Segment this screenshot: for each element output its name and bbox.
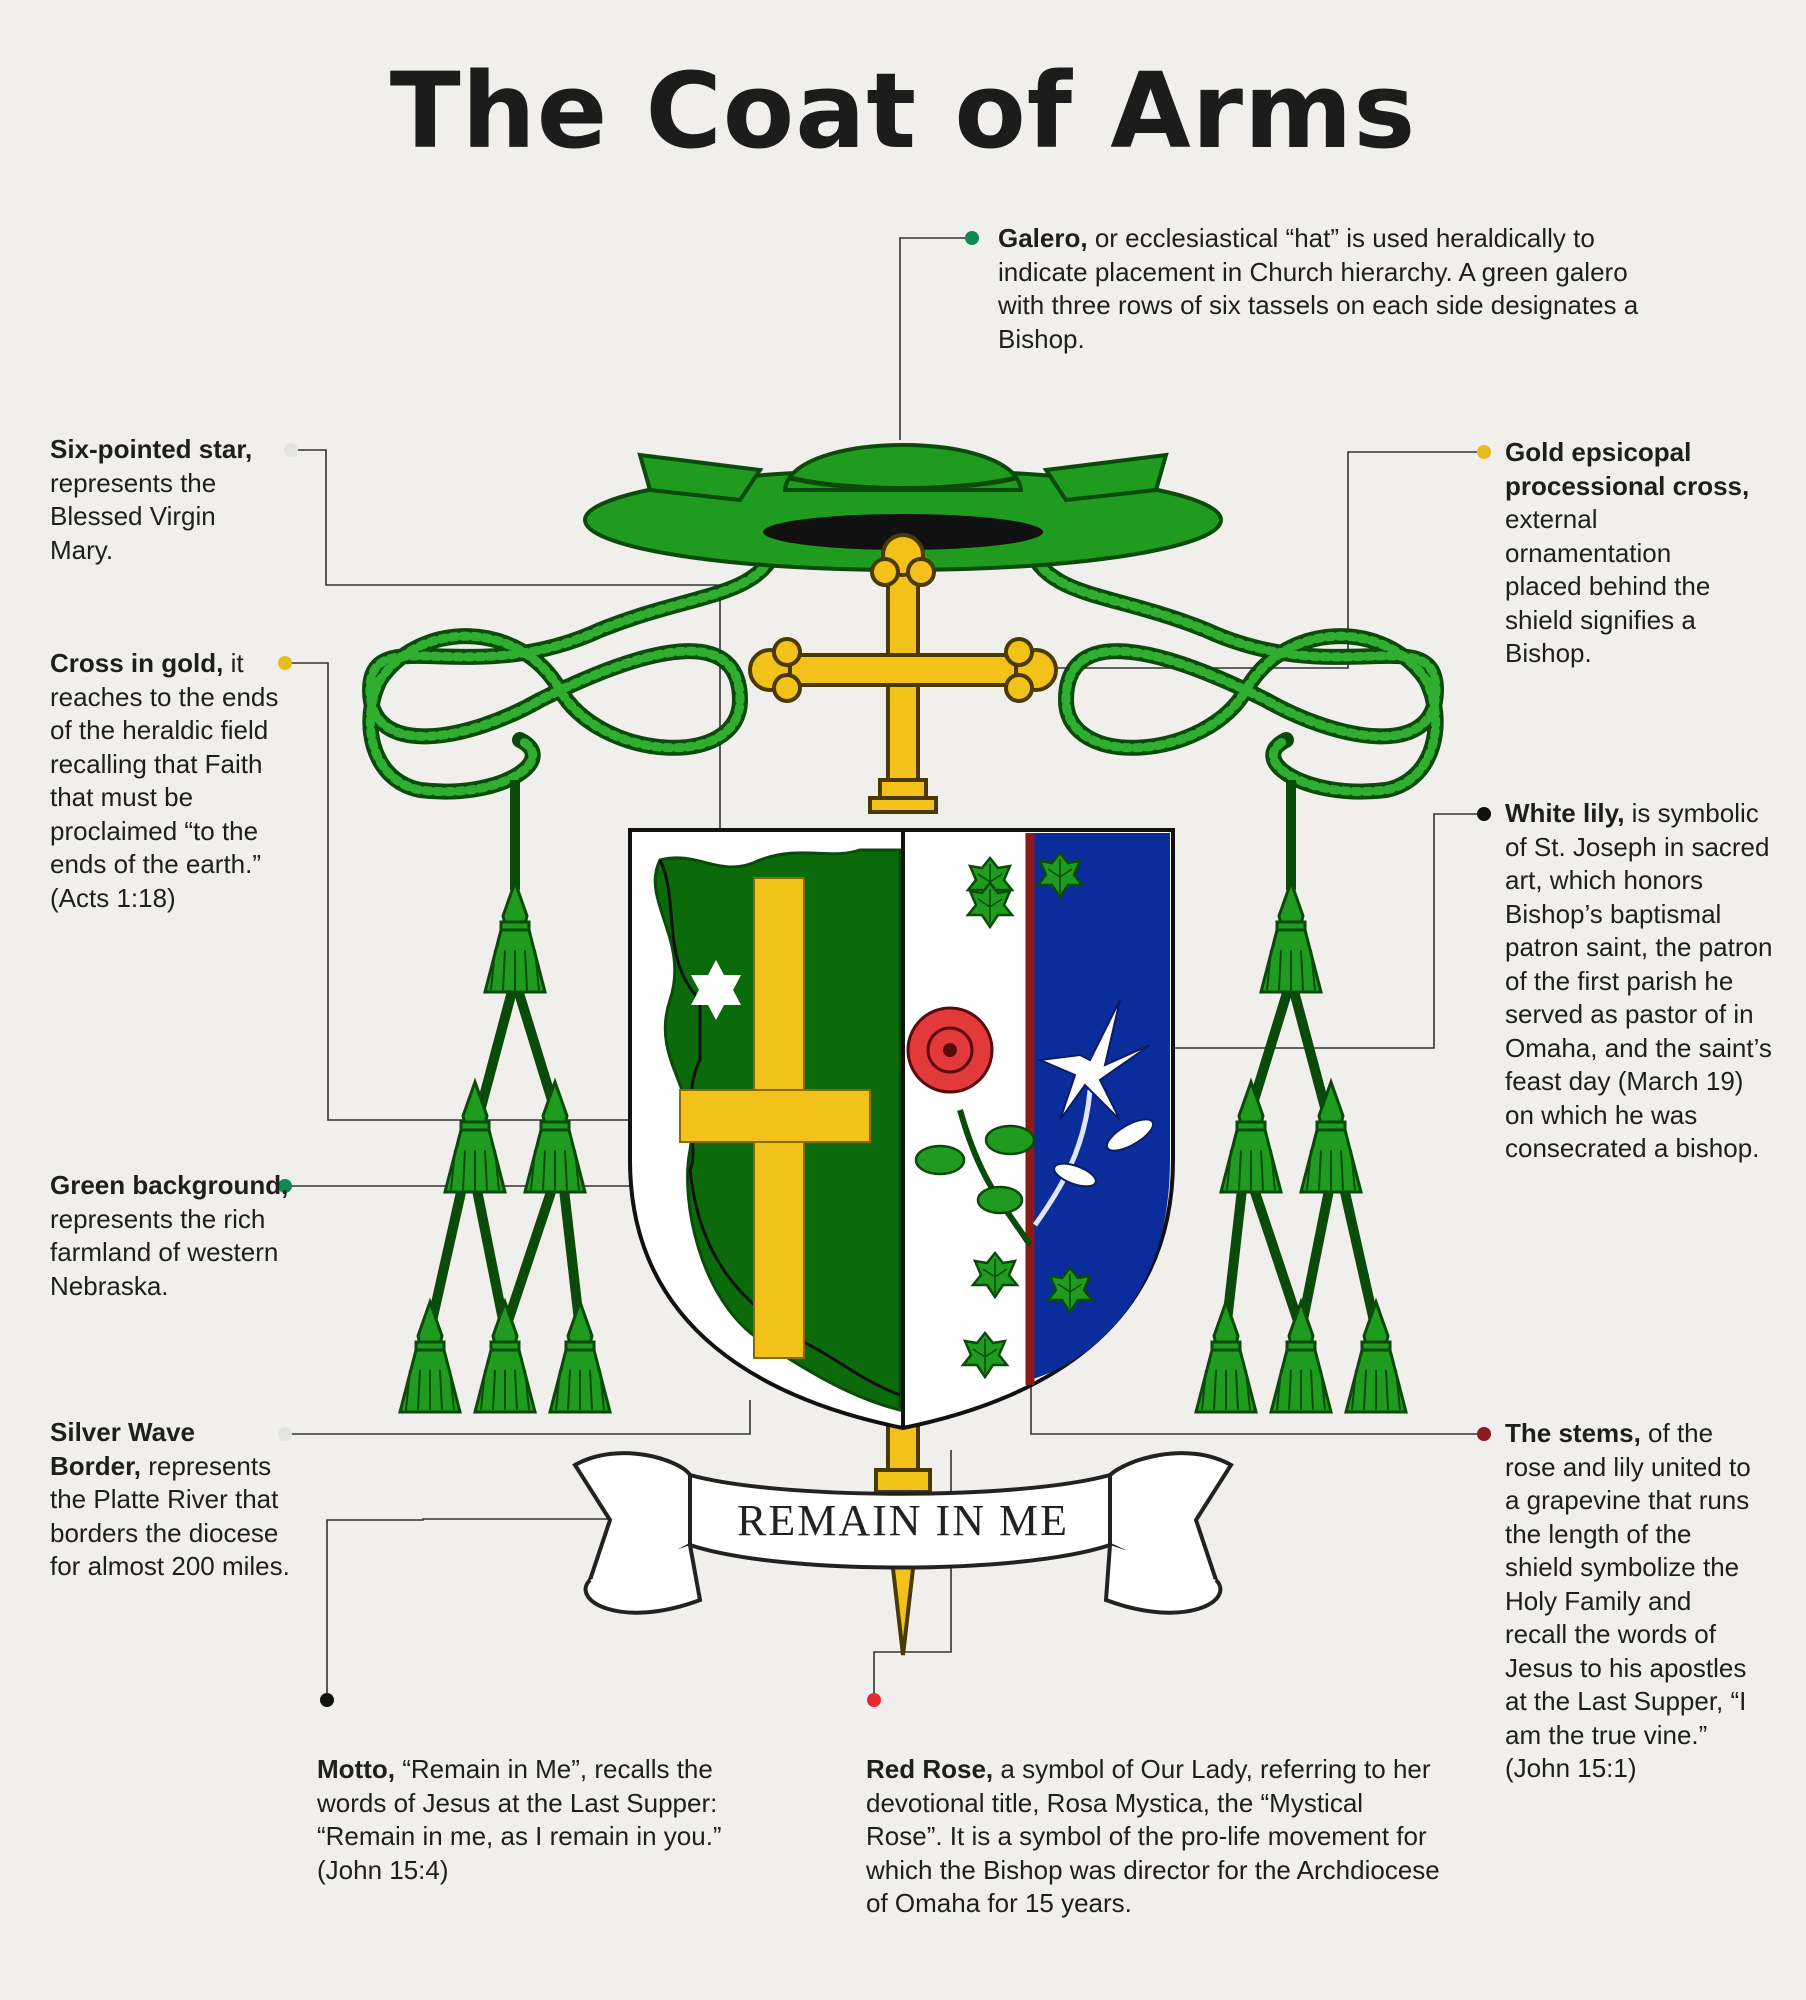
leader-lines	[290, 237, 1480, 1695]
motto-ribbon: REMAIN IN ME	[572, 1451, 1234, 1615]
label-dots	[278, 231, 1491, 1707]
page-title: The Coat of Arms	[389, 50, 1417, 172]
galero-hat	[583, 443, 1223, 572]
label-processional-cross: Gold epsicopal processional cross, exter…	[1505, 437, 1750, 668]
label-wave-border: Silver Wave Border, represents the Platt…	[50, 1417, 290, 1581]
label-white-lily: White lily, is symbolic of St. Joseph in…	[1505, 798, 1773, 1163]
motto-text: REMAIN IN ME	[737, 1496, 1069, 1545]
label-galero: Galero, or ecclesiastical “hat” is used …	[998, 223, 1639, 354]
label-cross-gold: Cross in gold, it reaches to the ends of…	[50, 648, 279, 913]
label-red-rose: Red Rose, a symbol of Our Lady, referrin…	[866, 1754, 1440, 1918]
label-motto: Motto, “Remain in Me”, recalls the words…	[317, 1754, 722, 1885]
label-star: Six-pointed star, represents the Blessed…	[50, 434, 253, 565]
shield	[628, 828, 1175, 1431]
label-green-background: Green background, represents the rich fa…	[50, 1170, 289, 1301]
label-stems: The stems, of the rose and lily united t…	[1505, 1418, 1751, 1783]
